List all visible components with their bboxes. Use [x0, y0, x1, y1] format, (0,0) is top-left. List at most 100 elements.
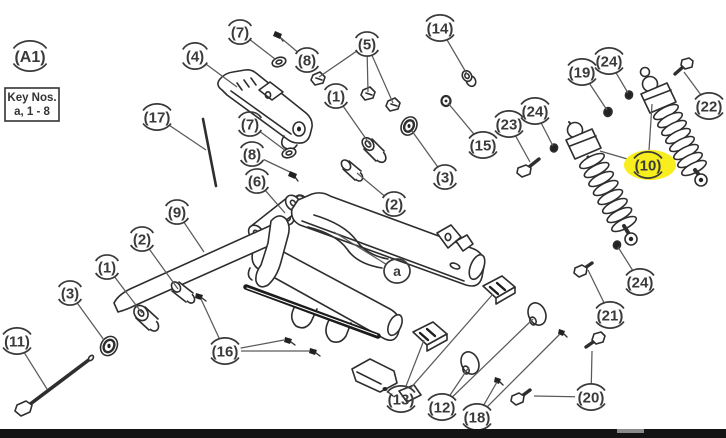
- callout-label: (2): [133, 231, 151, 248]
- callout-17-7[interactable]: (17): [142, 103, 172, 131]
- callout-label: (24): [522, 103, 549, 120]
- callout-label: (6): [248, 173, 266, 190]
- callout-arc-bottom: [694, 111, 724, 120]
- callout-arc-top: [210, 337, 240, 346]
- leader-line-8-0: [280, 37, 298, 53]
- leader-line-1-0: [342, 105, 372, 147]
- callout-7-2[interactable]: (7): [227, 19, 253, 45]
- leader-line-22-0: [683, 71, 702, 96]
- callout-label: (19): [569, 64, 596, 81]
- callout-2-21[interactable]: (2): [129, 226, 155, 252]
- callout-label: (11): [4, 333, 30, 350]
- callout-3-12[interactable]: (3): [432, 164, 458, 190]
- callout-12-28[interactable]: (12): [427, 393, 457, 421]
- callout-7-8[interactable]: (7): [237, 111, 263, 137]
- shock-absorber-right: [639, 66, 708, 187]
- callout-5-4[interactable]: (5): [354, 31, 380, 57]
- callout-1-5[interactable]: (1): [323, 83, 349, 109]
- callout-arc-top: [354, 31, 380, 39]
- leader-line-13-0: [405, 339, 425, 387]
- callout-label: (13): [388, 391, 415, 408]
- callout-13-27[interactable]: (13): [386, 385, 416, 413]
- callout-label: (24): [627, 274, 654, 291]
- pivot-axle-part-11: [14, 354, 95, 417]
- swingarm-part: [243, 192, 486, 403]
- leader-line-18-1: [486, 333, 561, 408]
- spacer-part-2-upper: [340, 159, 364, 182]
- callout-8-9[interactable]: (8): [239, 141, 265, 167]
- washer-part-3-upper: [400, 116, 418, 136]
- leader-line-4-0: [205, 63, 238, 88]
- callout-label: (20): [578, 389, 605, 406]
- leader-line-16-0: [200, 298, 220, 340]
- parts-artwork: [14, 31, 708, 417]
- callout-3-23[interactable]: (3): [57, 280, 83, 306]
- callout-label: (10): [635, 157, 662, 174]
- bolt-part-23: [516, 157, 541, 178]
- callout-A1-0[interactable]: (A1): [12, 40, 48, 72]
- callout-6-10[interactable]: (6): [244, 168, 270, 194]
- callout-label: (8): [298, 52, 316, 69]
- callout-arc-top: [94, 254, 120, 262]
- leader-line-23-0: [515, 135, 531, 163]
- callout-arc-top: [294, 47, 320, 55]
- callout-arc-bottom: [142, 122, 172, 131]
- leader-line-14-0: [446, 39, 468, 75]
- callout-label: (16): [212, 343, 239, 360]
- callout-label: (5): [358, 36, 376, 53]
- callout-24-17[interactable]: (24): [594, 47, 624, 75]
- callout-1-22[interactable]: (1): [94, 254, 120, 280]
- leader-line-24-0: [540, 122, 554, 147]
- callout-arc-top: [633, 151, 663, 160]
- callout-arc-top: [129, 226, 155, 234]
- washer-part-3-lower: [99, 335, 119, 357]
- callout-label: (1): [327, 88, 345, 105]
- chain-guard-part: [113, 215, 290, 313]
- callout-arc-bottom: [210, 356, 240, 365]
- leader-line-24-0: [617, 246, 634, 271]
- callout-23-14[interactable]: (23): [494, 110, 524, 138]
- nut-parts-19-24: [549, 90, 634, 250]
- callout-arc-bottom: [94, 272, 120, 280]
- key-legend: Key Nos. a, 1 - 8: [4, 87, 60, 122]
- leader-line-8-0: [263, 158, 291, 173]
- leader-line-3-0: [411, 130, 439, 168]
- callout-20-30[interactable]: (20): [576, 383, 606, 411]
- callout-21-31[interactable]: (21): [595, 301, 625, 329]
- key-legend-line1: Key Nos.: [7, 92, 56, 104]
- callout-8-3[interactable]: (8): [294, 47, 320, 73]
- callout-arc-bottom: [129, 244, 155, 252]
- callout-arc-bottom: [625, 287, 655, 296]
- nut-part-14: [461, 69, 477, 88]
- callout-arc-bottom: [494, 129, 524, 138]
- leader-line-13-1: [409, 293, 494, 389]
- callout-arc-top: [425, 14, 455, 23]
- callout-9-20[interactable]: (9): [164, 199, 190, 225]
- callout-arc-bottom: [354, 49, 380, 57]
- leader-line-5-2: [371, 54, 394, 104]
- callout-24-32[interactable]: (24): [625, 268, 655, 296]
- callout-2-11[interactable]: (2): [381, 191, 407, 217]
- callout-arc-bottom: [594, 66, 624, 75]
- key-legend-line2: a, 1 - 8: [14, 106, 50, 118]
- callout-10-19[interactable]: (10): [624, 150, 676, 180]
- callout-arc-top: [182, 42, 208, 50]
- callout-arc-bottom: [386, 404, 416, 413]
- callout-arc-top: [494, 110, 524, 119]
- callout-24-15[interactable]: (24): [520, 97, 550, 125]
- callout-22-18[interactable]: (22): [694, 92, 724, 120]
- callout-a-26[interactable]: a: [383, 258, 411, 284]
- callout-19-16[interactable]: (19): [567, 58, 597, 86]
- shock-absorber-left: [565, 121, 638, 246]
- bolt-part-22: [673, 57, 694, 76]
- leader-line-11-0: [23, 352, 48, 390]
- callout-arc-top: [227, 19, 253, 27]
- callout-label: (2): [385, 196, 403, 213]
- callout-arc-bottom: [381, 209, 407, 217]
- callout-arc-bottom: [227, 37, 253, 45]
- callout-4-1[interactable]: (4): [182, 42, 208, 70]
- callout-14-6[interactable]: (14): [425, 14, 455, 42]
- callout-16-25[interactable]: (16): [210, 337, 240, 365]
- callout-15-13[interactable]: (15): [468, 131, 498, 159]
- callout-11-24[interactable]: (11): [2, 327, 32, 355]
